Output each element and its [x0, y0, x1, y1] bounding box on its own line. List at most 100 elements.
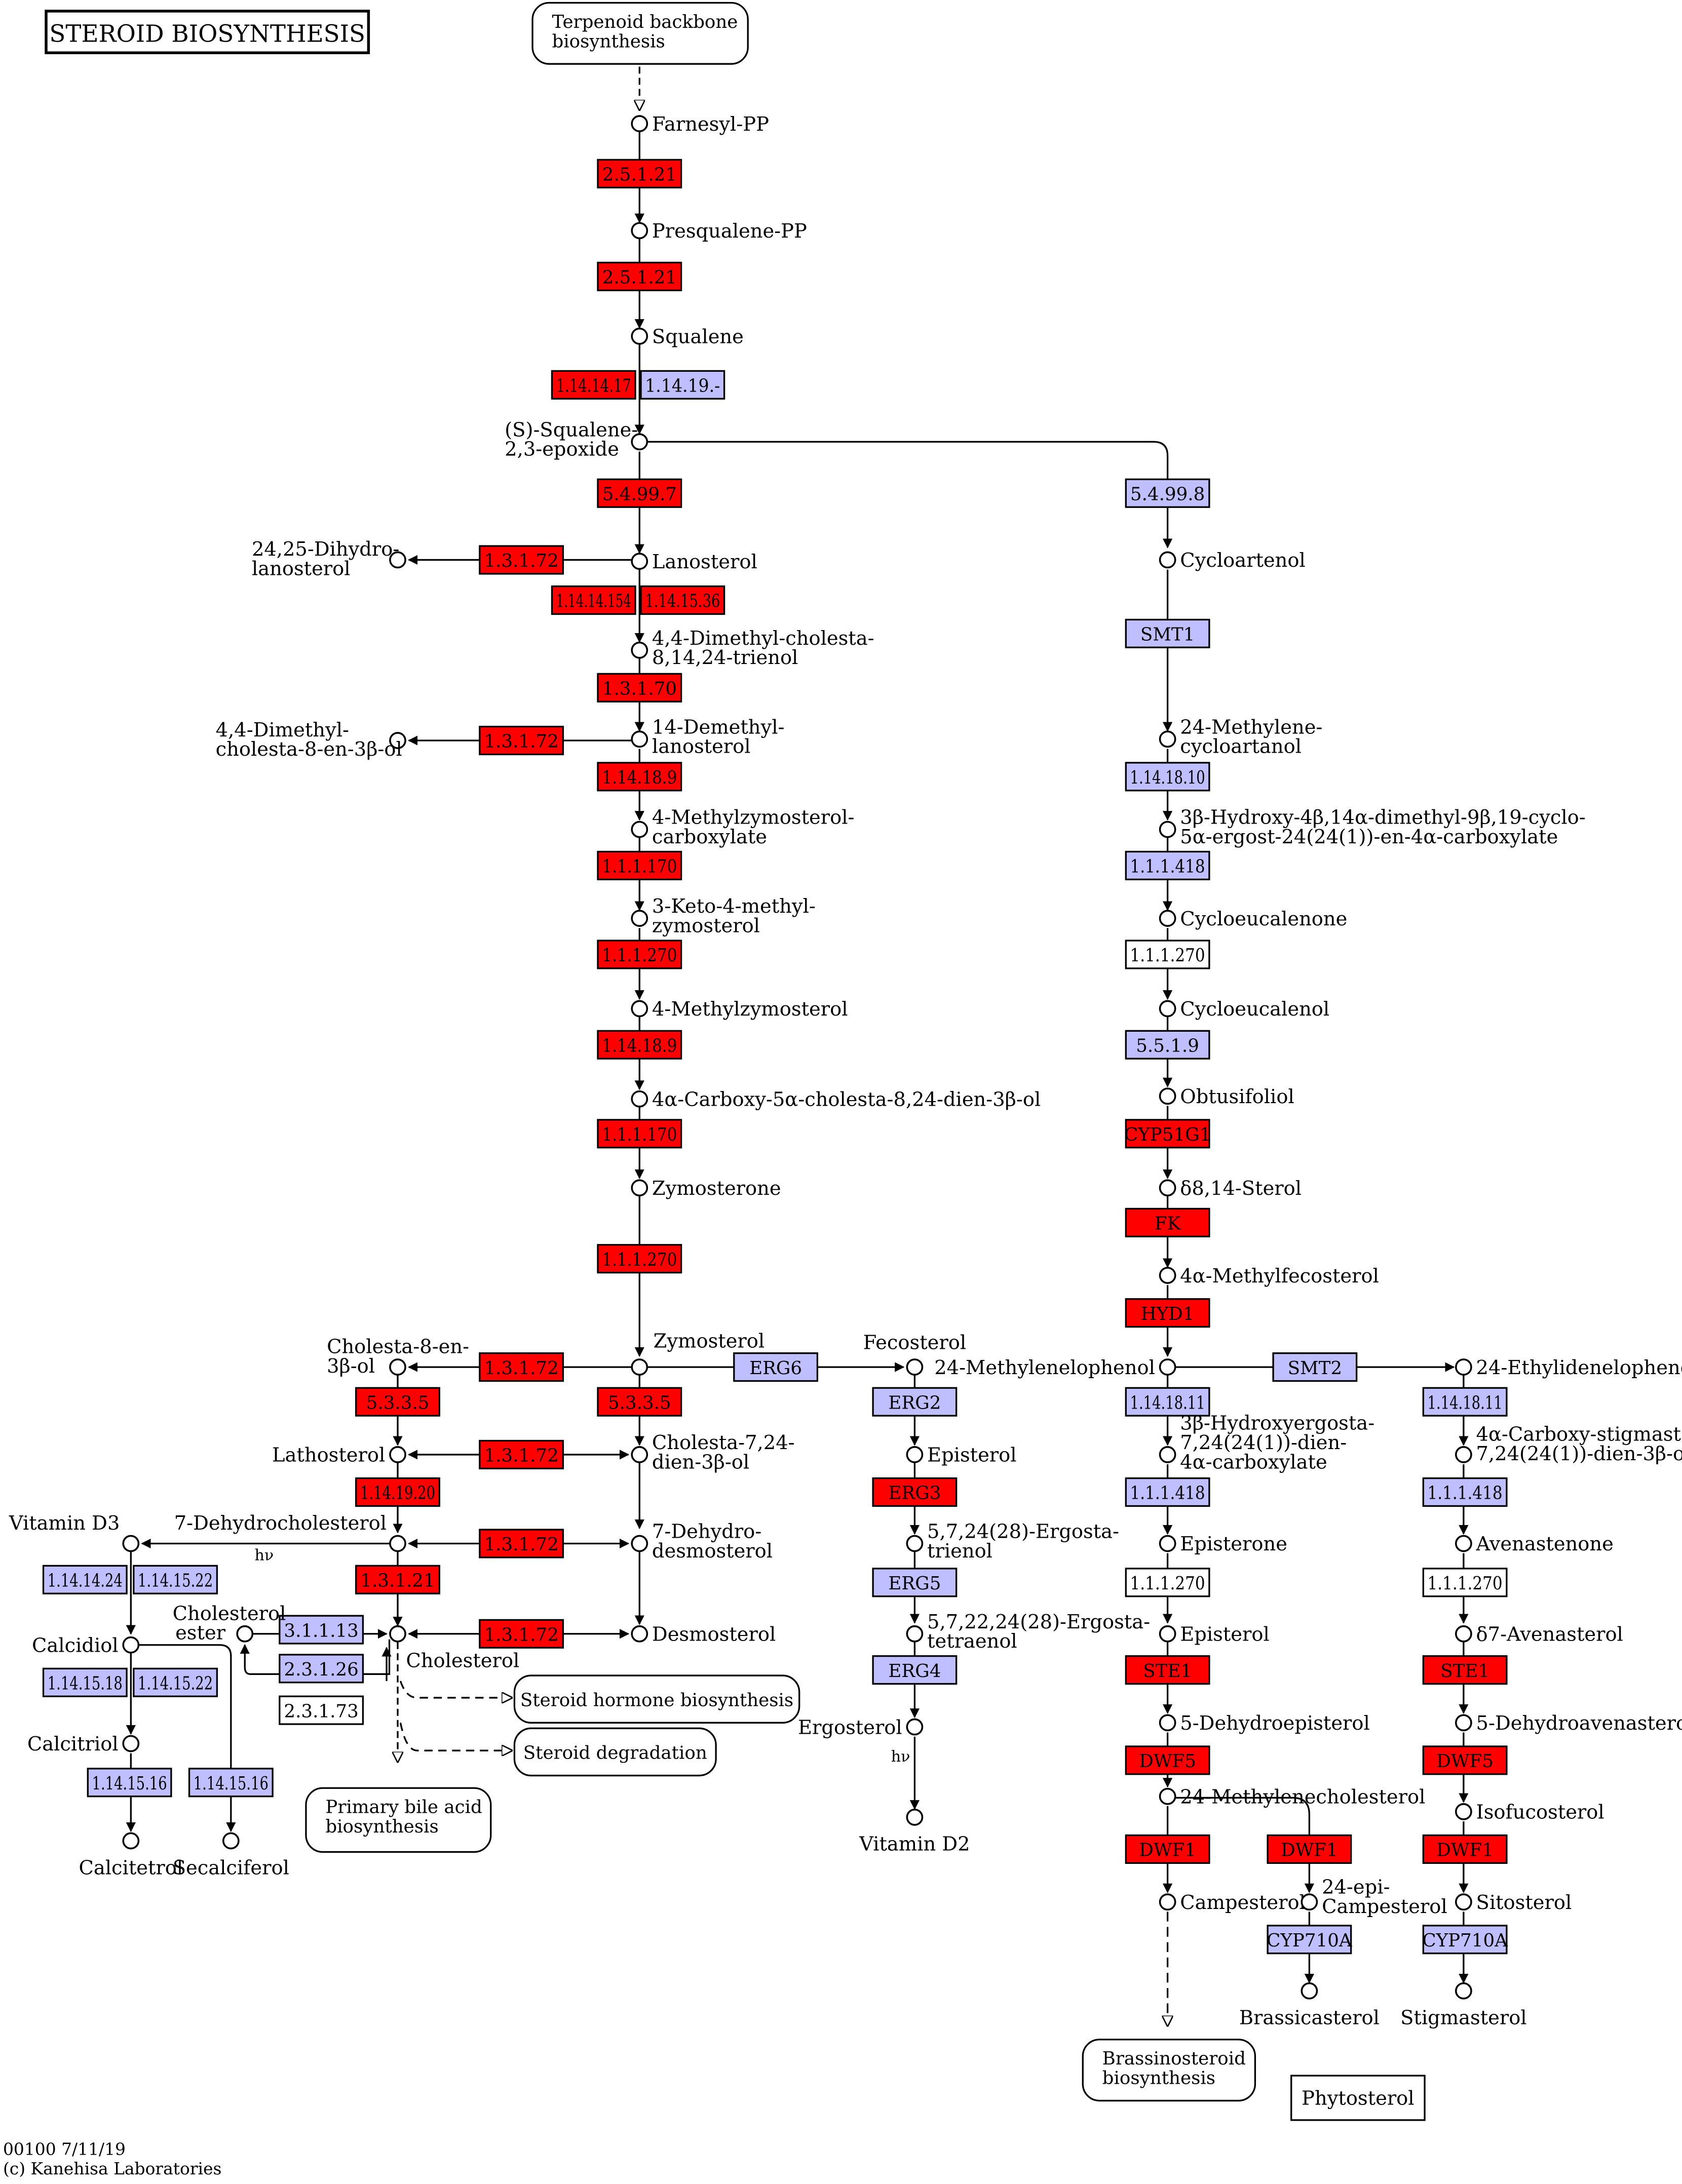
compound-keto[interactable]: 3-Keto-4-methyl-zymosterol	[631, 895, 816, 938]
enzyme-box[interactable]: 1.14.18.9	[597, 1030, 682, 1060]
enzyme-box[interactable]: 1.14.18.11	[1125, 1387, 1210, 1417]
enzyme-box[interactable]: 1.3.1.72	[479, 725, 564, 756]
compound-node[interactable]	[906, 1535, 924, 1552]
enzyme-box[interactable]: 5.3.3.5	[355, 1387, 440, 1417]
enzyme-box[interactable]: 5.4.99.7	[597, 478, 682, 508]
compound-vitd3[interactable]: Vitamin D3	[9, 1512, 140, 1552]
compound-carboxy[interactable]: 4α-Carboxy-5α-cholesta-8,24-dien-3β-ol	[631, 1088, 1041, 1111]
enzyme-box[interactable]: CYP710A	[1422, 1925, 1508, 1955]
compound-node[interactable]	[122, 1832, 140, 1850]
compound-node[interactable]	[389, 732, 406, 749]
enzyme-box[interactable]: SMT1	[1125, 618, 1210, 648]
compound-calcitriol[interactable]: Calcitriol	[27, 1733, 140, 1756]
compound-dimethyl8en[interactable]: 4,4-Dimethyl-cholesta-8-en-3β-ol	[216, 719, 406, 761]
compound-node[interactable]	[389, 551, 406, 569]
compound-node[interactable]	[1159, 910, 1176, 927]
compound-dihydrolano[interactable]: 24,25-Dihydro-lanosterol	[252, 538, 406, 580]
enzyme-box[interactable]: 1.1.1.270	[1125, 940, 1210, 969]
enzyme-box[interactable]: ERG5	[872, 1568, 958, 1597]
compound-node[interactable]	[1159, 1358, 1176, 1376]
enzyme-box[interactable]: 5.3.3.5	[597, 1387, 682, 1417]
compound-isofucosterol[interactable]: Isofucosterol	[1455, 1801, 1604, 1824]
enzyme-box[interactable]: DWF1	[1267, 1834, 1352, 1864]
enzyme-box[interactable]: 1.1.1.270	[1422, 1568, 1508, 1597]
compound-methylenechol[interactable]: 24-Methylenecholesterol	[1159, 1785, 1426, 1808]
compound-node[interactable]	[122, 1735, 140, 1752]
enzyme-box[interactable]: 1.14.15.18	[42, 1667, 128, 1697]
enzyme-box[interactable]: ERG2	[872, 1387, 958, 1417]
compound-mzcarb[interactable]: 4-Methylzymosterol-carboxylate	[631, 806, 854, 848]
compound-node[interactable]	[631, 553, 648, 570]
enzyme-box[interactable]: ERG4	[872, 1655, 958, 1685]
compound-demethyl[interactable]: 14-Demethyl-lanosterol	[631, 716, 784, 758]
enzyme-box[interactable]: DWF1	[1422, 1834, 1508, 1864]
compound-cholesterol[interactable]: Cholesterol	[389, 1625, 519, 1672]
compound-ergostatrienol[interactable]: 5,7,24(28)-Ergosta-trienol	[906, 1520, 1119, 1563]
compound-methylfeco[interactable]: 4α-Methylfecosterol	[1159, 1265, 1379, 1288]
compound-node[interactable]	[1455, 1982, 1472, 2000]
compound-node[interactable]	[631, 1358, 648, 1376]
compound-node[interactable]	[906, 1446, 924, 1463]
enzyme-box[interactable]: 1.1.1.170	[597, 1119, 682, 1149]
enzyme-box[interactable]: 1.1.1.270	[597, 940, 682, 969]
enzyme-box[interactable]: 1.14.15.16	[87, 1768, 172, 1798]
compound-node[interactable]	[122, 1535, 140, 1552]
compound-calcitetrol[interactable]: Calcitetrol	[79, 1832, 183, 1879]
compound-node[interactable]	[389, 1535, 406, 1552]
compound-node[interactable]	[631, 821, 648, 838]
enzyme-box[interactable]: 2.3.1.73	[279, 1695, 364, 1725]
compound-node[interactable]	[631, 641, 648, 659]
compound-ergosterol[interactable]: Ergosterol	[798, 1716, 924, 1739]
compound-episterol_p[interactable]: Episterol	[1159, 1623, 1270, 1646]
compound-dhc7[interactable]: 7-Dehydrocholesterol	[174, 1512, 406, 1552]
map-hormone[interactable]: Steroid hormone biosynthesis	[513, 1674, 800, 1724]
compound-node[interactable]	[906, 1358, 924, 1376]
compound-presq[interactable]: Presqualene-PP	[631, 220, 807, 243]
compound-node[interactable]	[1455, 1358, 1472, 1376]
compound-node[interactable]	[1301, 1982, 1318, 2000]
compound-hydroxydimethyl[interactable]: 3β-Hydroxy-4β,14α-dimethyl-9β,19-cyclo-5…	[1159, 806, 1586, 848]
compound-node[interactable]	[1455, 1446, 1472, 1463]
compound-cycloeucalenone[interactable]: Cycloeucalenone	[1159, 908, 1348, 930]
compound-node[interactable]	[1301, 1893, 1318, 1911]
compound-node[interactable]	[1159, 1267, 1176, 1284]
enzyme-box[interactable]: 1.14.14.24	[42, 1565, 128, 1594]
compound-node[interactable]	[631, 1625, 648, 1643]
enzyme-box[interactable]: 3.1.1.13	[279, 1615, 364, 1645]
enzyme-box[interactable]: CYP51G1	[1124, 1119, 1211, 1149]
enzyme-box[interactable]: 1.3.1.72	[479, 1439, 564, 1469]
enzyme-box[interactable]: 1.3.1.72	[479, 1529, 564, 1558]
compound-node[interactable]	[1455, 1803, 1472, 1820]
compound-zymosterol[interactable]: Zymosterol	[631, 1330, 764, 1376]
compound-obtusifoliol[interactable]: Obtusifoliol	[1159, 1085, 1294, 1108]
compound-chol724[interactable]: Cholesta-7,24-dien-3β-ol	[631, 1431, 795, 1473]
compound-vitd2[interactable]: Vitamin D2	[859, 1808, 970, 1856]
compound-d7aven[interactable]: δ7-Avenasterol	[1455, 1623, 1623, 1646]
compound-node[interactable]	[631, 1179, 648, 1197]
compound-campesterol[interactable]: Campesterol	[1159, 1891, 1306, 1914]
enzyme-box[interactable]: 1.1.1.418	[1125, 850, 1210, 880]
enzyme-box[interactable]: STE1	[1422, 1655, 1508, 1685]
enzyme-box[interactable]: 1.14.14.154	[551, 585, 636, 615]
compound-calcidiol[interactable]: Calcidiol	[32, 1634, 140, 1657]
compound-node[interactable]	[631, 222, 648, 240]
compound-d814sterol[interactable]: δ8,14-Sterol	[1159, 1177, 1302, 1200]
enzyme-box[interactable]: ERG3	[872, 1477, 958, 1507]
enzyme-box[interactable]: 5.4.99.8	[1125, 478, 1210, 508]
enzyme-box[interactable]: DWF5	[1422, 1745, 1508, 1775]
compound-sitosterol[interactable]: Sitosterol	[1455, 1891, 1572, 1914]
compound-node[interactable]	[1159, 821, 1176, 838]
compound-node[interactable]	[631, 1000, 648, 1018]
enzyme-box[interactable]: DWF5	[1125, 1745, 1210, 1775]
compound-node[interactable]	[631, 1535, 648, 1552]
compound-node[interactable]	[631, 327, 648, 345]
enzyme-box[interactable]: DWF1	[1125, 1834, 1210, 1864]
compound-node[interactable]	[906, 1625, 924, 1643]
compound-node[interactable]	[1455, 1535, 1472, 1552]
enzyme-box[interactable]: 2.5.1.21	[597, 159, 682, 188]
map-degrad[interactable]: Steroid degradation	[513, 1727, 717, 1777]
enzyme-box[interactable]: 1.14.18.11	[1422, 1387, 1508, 1417]
